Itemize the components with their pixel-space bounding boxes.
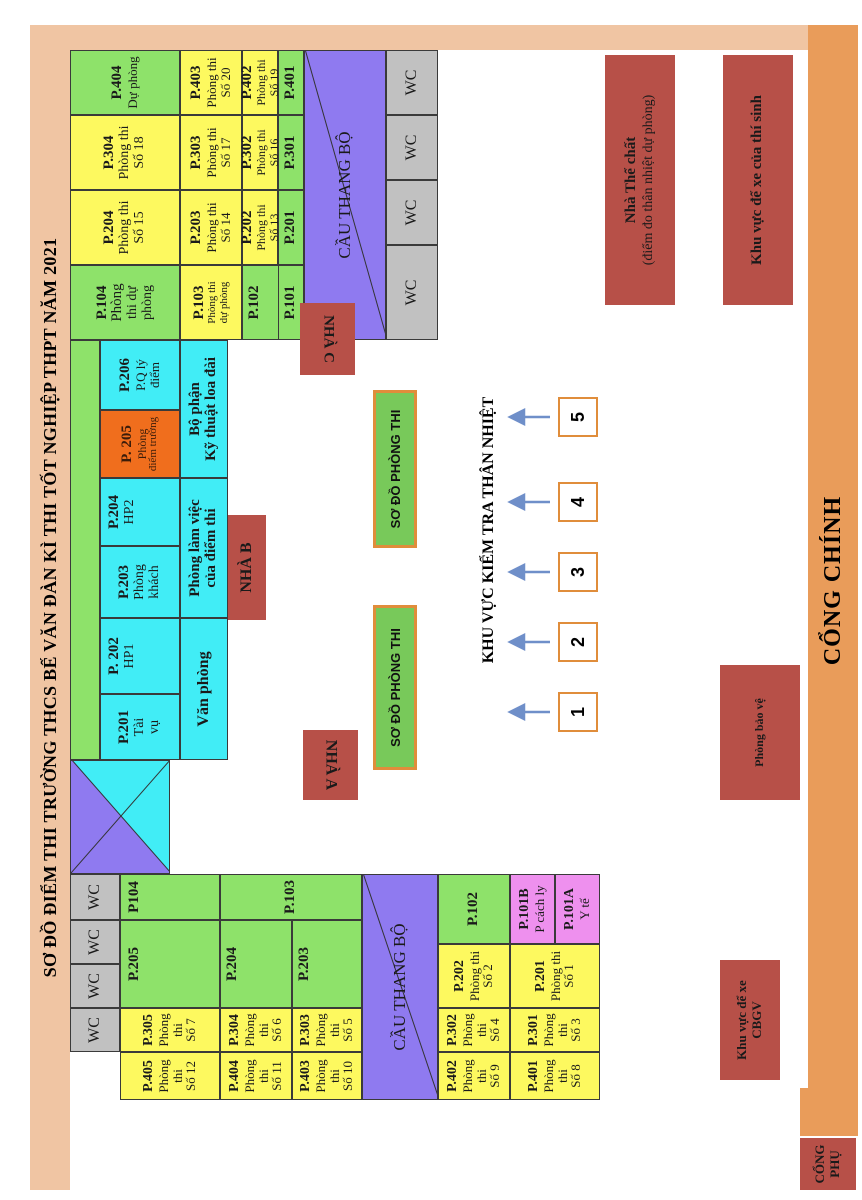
xe-thi-sinh: Khu vực để xe của thí sinh [723,55,793,305]
corner-link [70,760,170,874]
stair-c: CẦU THANG BỘ [304,50,386,340]
stair-diagonal-c [305,50,386,339]
cong-chinh: CỔNG CHÍNH [808,25,858,1136]
phong-bao-ve: Phòng bảo vệ [720,665,800,800]
nha-the-chat: Nhà Thể chất (điểm đo thân nhiệt dự phòn… [605,55,675,305]
corner-diagonal [71,760,170,873]
xe-cbgv: Khu vực để xe CBGV [720,960,780,1080]
cong-phu: CỔNG PHỤ [800,1138,856,1190]
stair-diagonal-a [363,874,438,1099]
stair-a: CẦU THANG BỘ [362,874,438,1100]
